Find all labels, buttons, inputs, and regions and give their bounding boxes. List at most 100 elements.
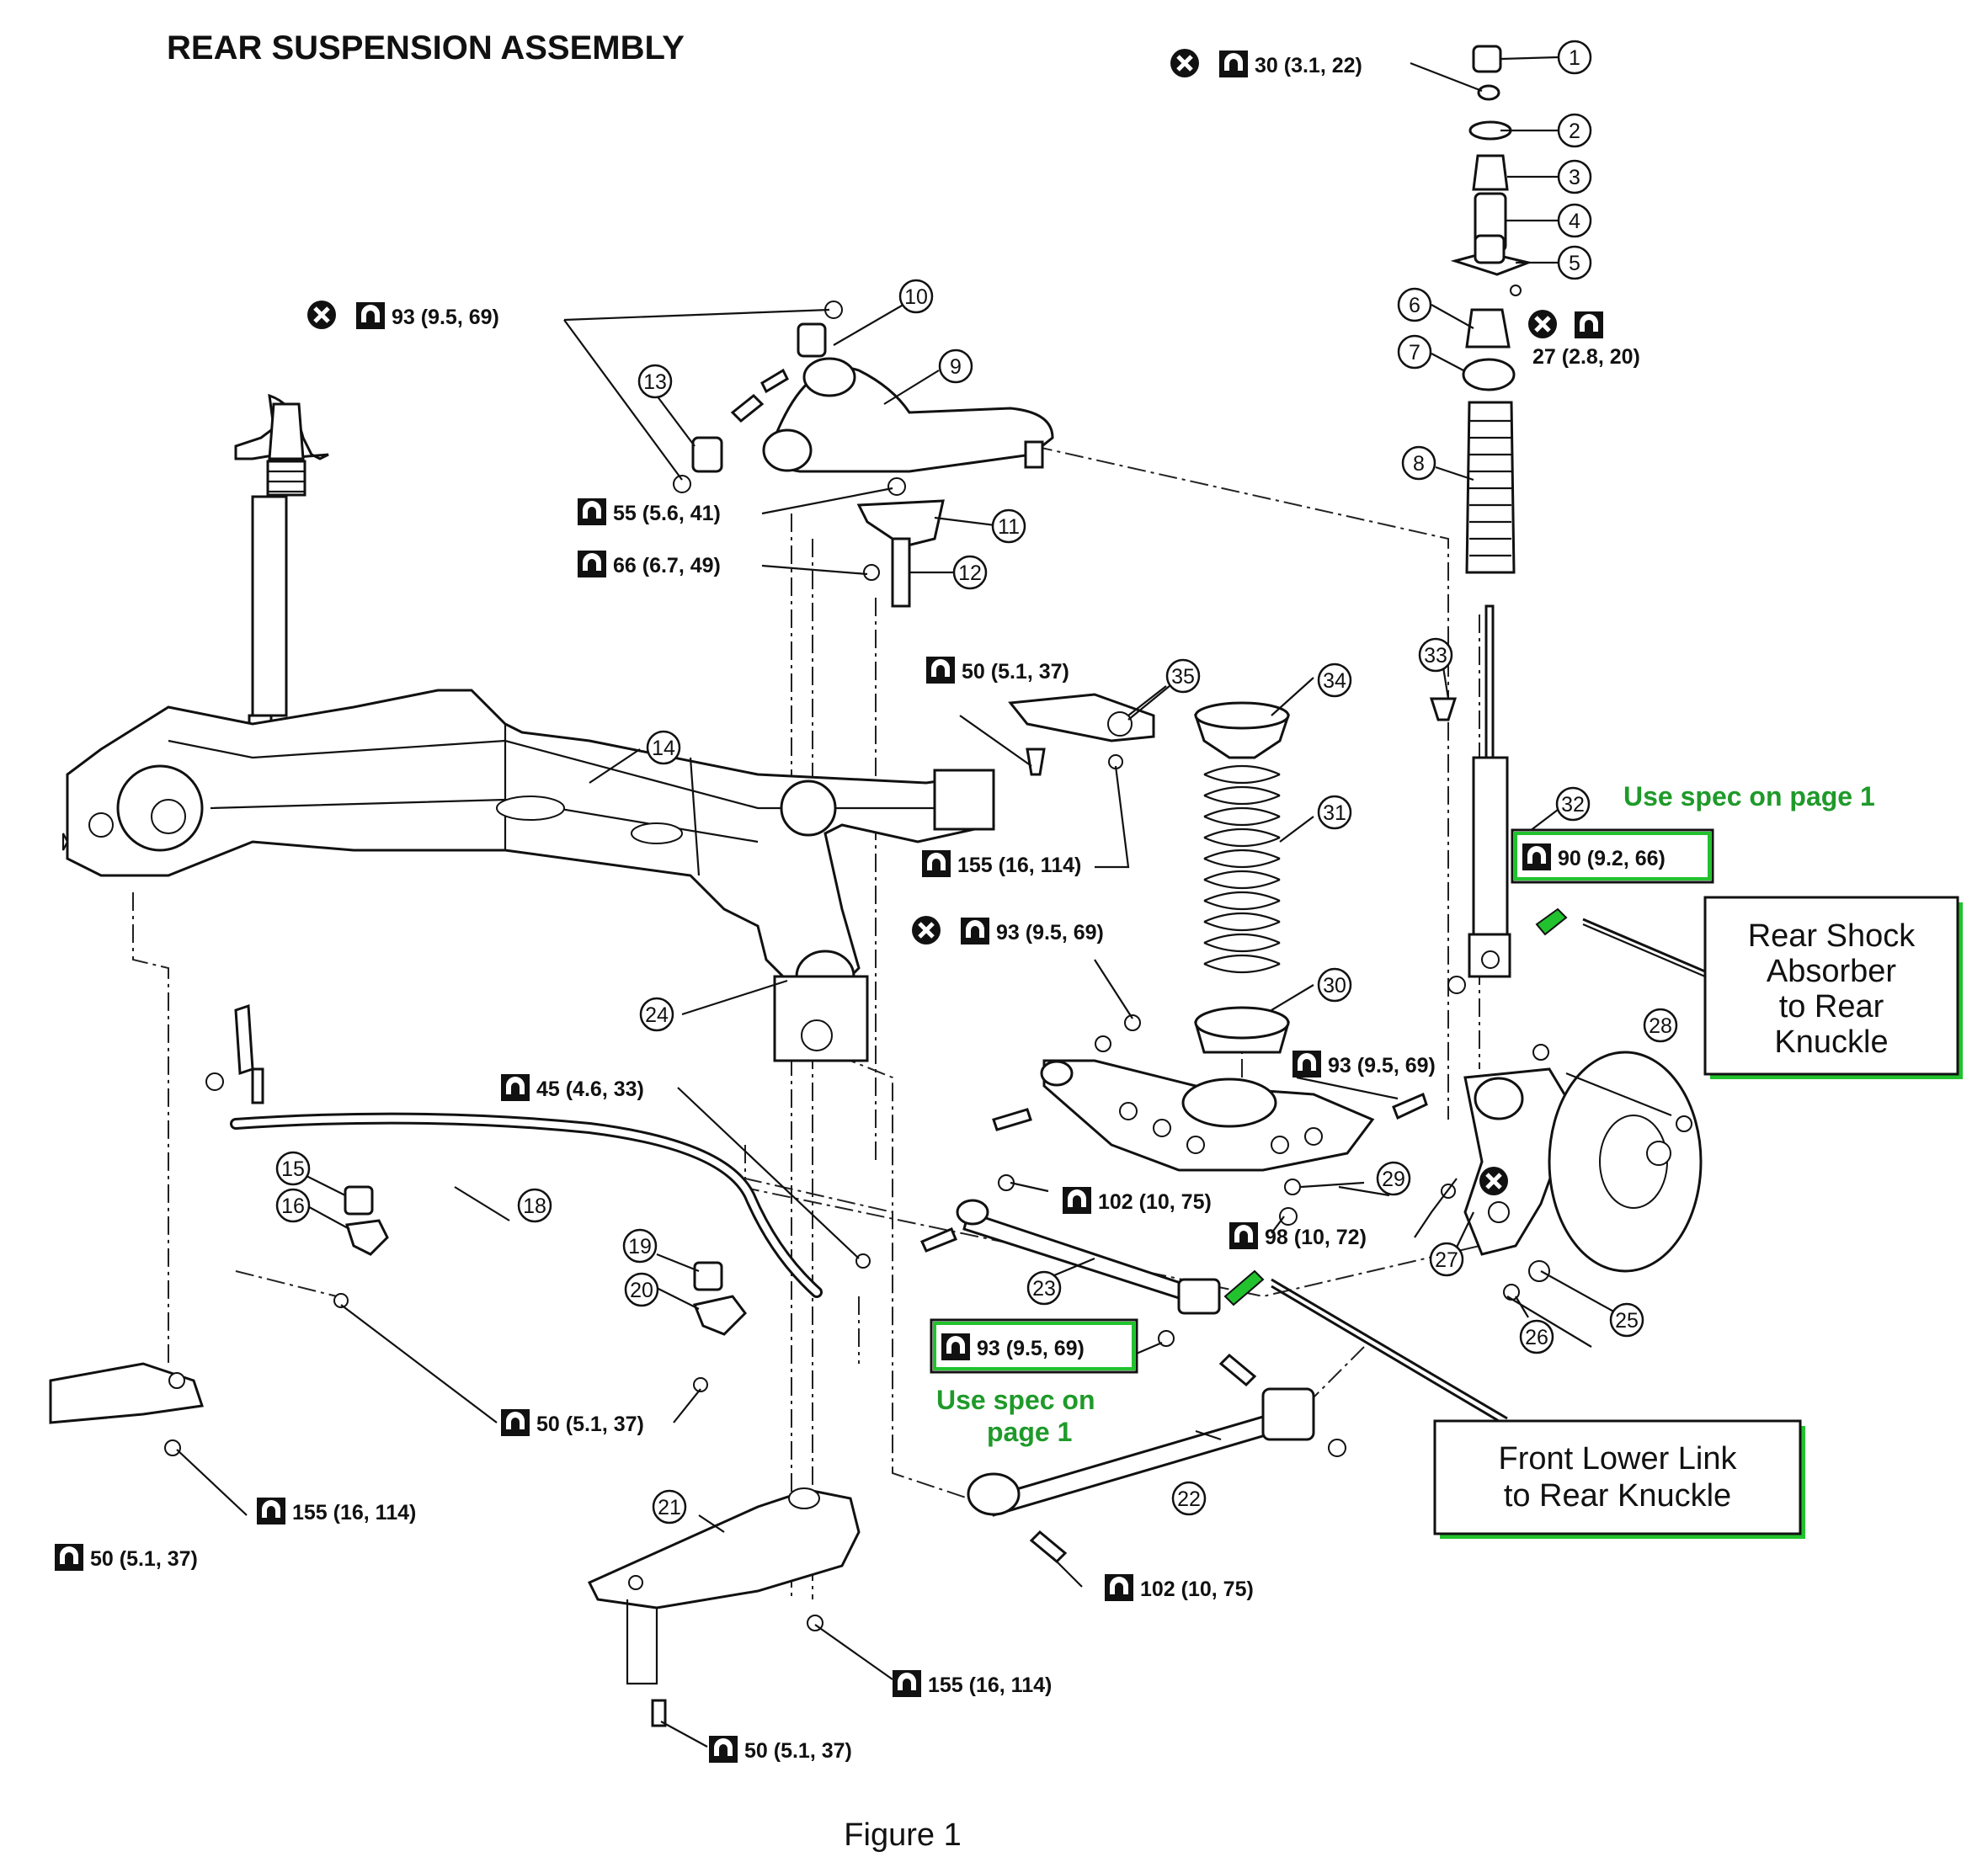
part-number-9: 9	[938, 349, 973, 384]
part-number-2: 2	[1557, 113, 1592, 148]
torque-spec: 155 (16, 114)	[922, 850, 1081, 877]
svg-text:66 (6.7, 49): 66 (6.7, 49)	[613, 554, 721, 577]
svg-text:4: 4	[1569, 210, 1580, 233]
svg-text:11: 11	[998, 515, 1020, 539]
svg-text:155 (16, 114): 155 (16, 114)	[292, 1501, 416, 1524]
leader-lines	[176, 56, 1672, 1748]
svg-text:23: 23	[1032, 1277, 1056, 1301]
torque-wrench-icon	[926, 657, 955, 684]
svg-text:10: 10	[904, 285, 928, 309]
svg-text:12: 12	[958, 561, 982, 585]
upper-link-assembly	[673, 301, 1054, 608]
torque-spec: 50 (5.1, 37)	[926, 657, 1069, 684]
svg-text:93 (9.5, 69): 93 (9.5, 69)	[1328, 1054, 1436, 1078]
torque-spec: 50 (5.1, 37)	[709, 1736, 852, 1763]
part-number-31: 31	[1317, 795, 1352, 830]
coil-spring-assembly	[1008, 693, 1291, 1054]
part-number-26: 26	[1519, 1319, 1554, 1354]
part-number-33: 33	[1418, 637, 1453, 673]
part-number-14: 14	[646, 730, 681, 765]
replace-part-icon	[1170, 49, 1199, 77]
torque-spec-highlighted: 90 (9.2, 66)	[1511, 828, 1714, 884]
callout-lower-link: Front Lower Link to Rear Knuckle	[1271, 1278, 1805, 1539]
torque-spec: 155 (16, 114)	[893, 1670, 1052, 1697]
svg-text:7: 7	[1409, 341, 1420, 364]
torque-wrench-icon	[941, 1333, 970, 1360]
part-number-35: 35	[1165, 658, 1201, 694]
torque-spec: 93 (9.5, 69)	[1292, 1051, 1436, 1078]
part-number-11: 11	[991, 508, 1026, 544]
svg-text:to Rear: to Rear	[1779, 989, 1884, 1024]
torque-wrench-icon	[578, 551, 606, 577]
torque-wrench-icon	[1219, 51, 1248, 77]
page-title: REAR SUSPENSION ASSEMBLY	[167, 29, 685, 67]
part-number-19: 19	[622, 1228, 658, 1264]
svg-text:50 (5.1, 37): 50 (5.1, 37)	[744, 1739, 852, 1763]
svg-text:32: 32	[1561, 793, 1585, 817]
svg-text:Rear Shock: Rear Shock	[1748, 918, 1916, 954]
svg-text:14: 14	[652, 737, 675, 760]
part-number-18: 18	[517, 1188, 552, 1223]
svg-text:9: 9	[950, 355, 962, 379]
svg-text:8: 8	[1413, 452, 1425, 476]
part-number-27: 27	[1429, 1242, 1464, 1277]
part-number-callouts: 1 2 3 4 5 6 7 8 9 10 11 12 13 14 15 16 1…	[275, 40, 1678, 1524]
svg-text:5: 5	[1569, 252, 1580, 275]
part-number-28: 28	[1643, 1008, 1678, 1043]
svg-text:93 (9.5, 69): 93 (9.5, 69)	[996, 921, 1104, 944]
part-number-24: 24	[639, 997, 674, 1032]
part-number-6: 6	[1397, 287, 1432, 322]
torque-spec: 93 (9.5, 69)	[912, 916, 1104, 944]
part-number-23: 23	[1026, 1270, 1062, 1306]
svg-text:16: 16	[281, 1195, 305, 1218]
torque-wrench-icon	[356, 302, 385, 329]
part-number-15: 15	[275, 1151, 311, 1186]
lower-control-arm	[992, 1014, 1428, 1195]
svg-text:102 (10, 75): 102 (10, 75)	[1098, 1190, 1212, 1214]
rear-knuckle	[1441, 1044, 1703, 1301]
part-number-8: 8	[1401, 445, 1436, 481]
torque-wrench-icon	[1575, 311, 1603, 338]
svg-text:50 (5.1, 37): 50 (5.1, 37)	[962, 660, 1069, 684]
part-number-7: 7	[1397, 334, 1432, 370]
svg-text:2: 2	[1569, 120, 1580, 143]
part-number-5: 5	[1557, 245, 1592, 280]
torque-spec: 45 (4.6, 33)	[501, 1074, 644, 1101]
svg-text:Knuckle: Knuckle	[1774, 1024, 1888, 1060]
svg-text:45 (4.6, 33): 45 (4.6, 33)	[536, 1078, 644, 1101]
torque-specifications: 30 (3.1, 22) 27 (2.8, 20) 93 (9.5, 69) 5…	[55, 49, 1714, 1763]
rear-subframe-assembly	[61, 393, 995, 1062]
callout-rear-shock: Rear Shock Absorber to Rear Knuckle	[1582, 896, 1963, 1079]
svg-text:55 (5.6, 41): 55 (5.6, 41)	[613, 502, 721, 525]
torque-wrench-icon	[578, 498, 606, 525]
shock-absorber-stack	[1429, 45, 1568, 994]
svg-text:24: 24	[645, 1003, 669, 1027]
svg-text:30 (3.1, 22): 30 (3.1, 22)	[1255, 54, 1362, 77]
part-number-22: 22	[1171, 1481, 1207, 1516]
part-number-1: 1	[1557, 40, 1592, 75]
svg-text:15: 15	[281, 1157, 305, 1181]
svg-text:34: 34	[1323, 669, 1346, 693]
replace-part-icon	[307, 301, 336, 329]
svg-text:155 (16, 114): 155 (16, 114)	[928, 1673, 1052, 1697]
torque-spec: 30 (3.1, 22)	[1170, 49, 1362, 77]
torque-spec: 50 (5.1, 37)	[55, 1544, 198, 1571]
use-spec-note: Use spec on	[936, 1385, 1095, 1415]
svg-text:to Rear Knuckle: to Rear Knuckle	[1504, 1478, 1731, 1514]
figure-caption: Figure 1	[844, 1817, 961, 1853]
svg-text:28: 28	[1649, 1014, 1672, 1038]
svg-text:3: 3	[1569, 166, 1580, 189]
part-number-34: 34	[1317, 662, 1352, 698]
part-number-13: 13	[637, 364, 673, 399]
torque-wrench-icon	[257, 1498, 285, 1524]
svg-text:29: 29	[1382, 1168, 1405, 1191]
torque-spec-highlighted: 93 (9.5, 69)	[930, 1318, 1138, 1374]
part-number-21: 21	[652, 1489, 687, 1524]
torque-spec: 102 (10, 75)	[1105, 1574, 1254, 1601]
part-number-4: 4	[1557, 203, 1592, 238]
torque-spec: 155 (16, 114)	[257, 1498, 416, 1524]
torque-spec: 50 (5.1, 37)	[501, 1409, 644, 1436]
svg-text:35: 35	[1171, 665, 1195, 689]
lower-brackets	[49, 1362, 861, 1727]
